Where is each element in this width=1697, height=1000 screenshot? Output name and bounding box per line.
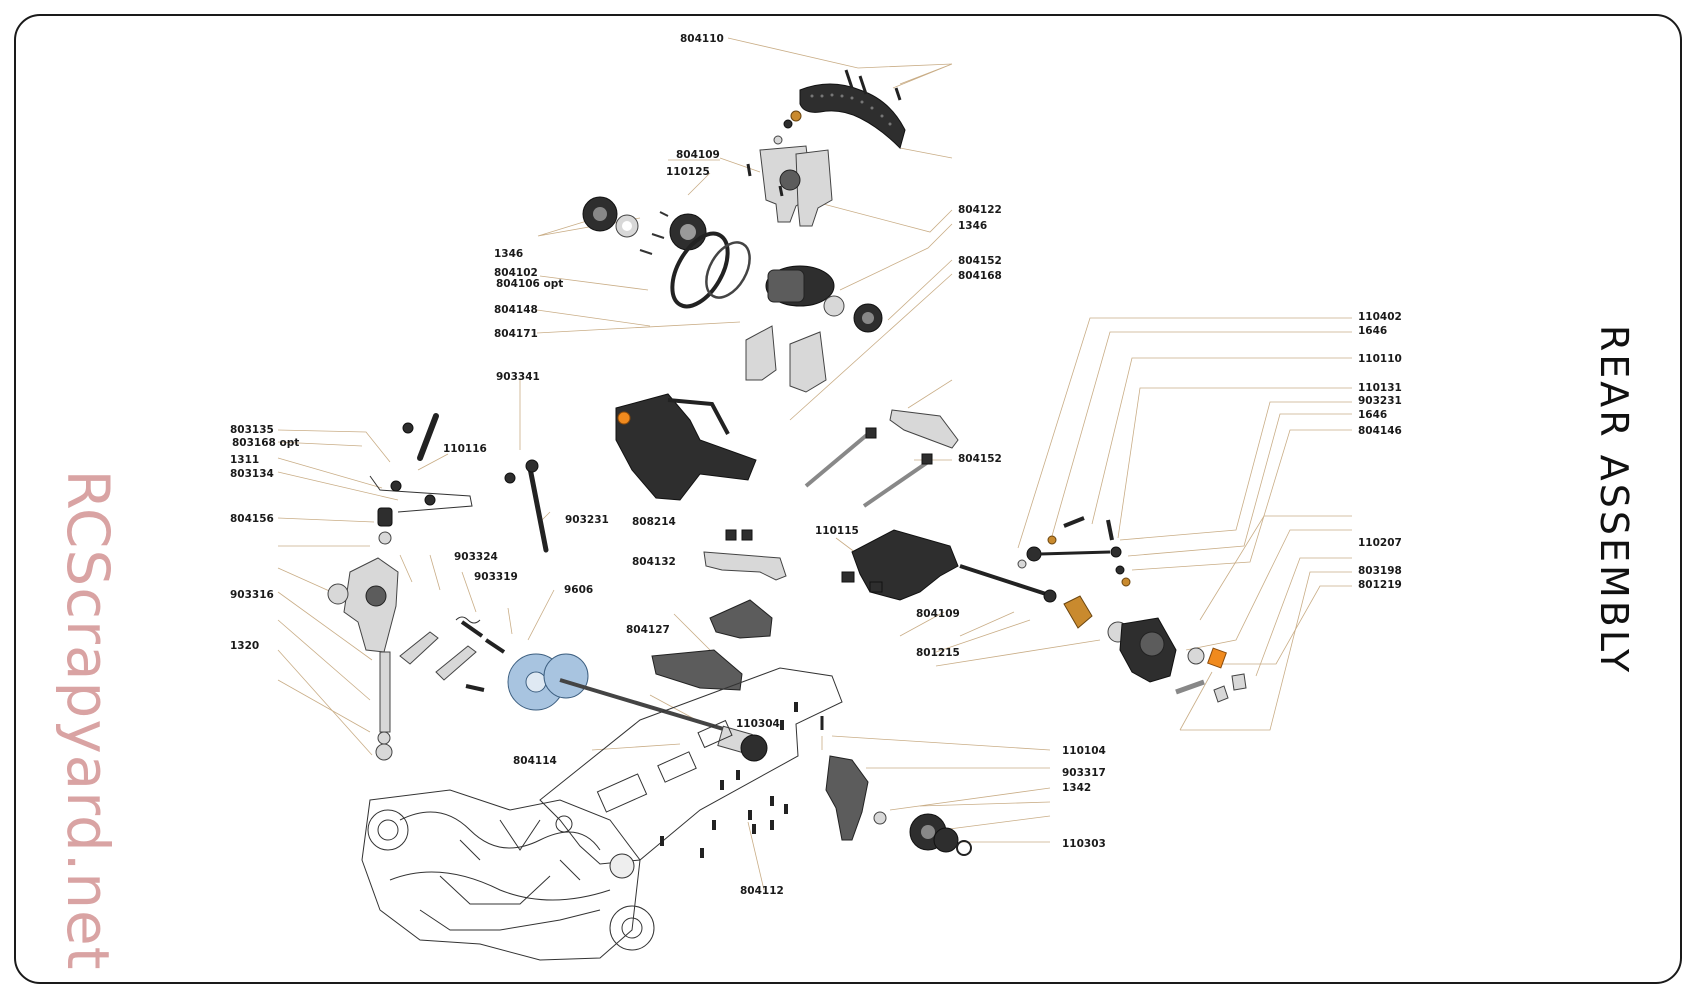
bulkhead-block-part	[745, 325, 827, 393]
part-label: 804109	[916, 608, 960, 620]
anti-roll-bar-part	[369, 413, 549, 553]
right-hub-part	[1063, 595, 1247, 703]
part-label: 1346	[494, 248, 523, 260]
part-label: 804122	[958, 204, 1002, 216]
part-label: 804152	[958, 255, 1002, 267]
chassis-plate-part	[539, 667, 843, 865]
part-label: 808214	[632, 516, 676, 528]
part-label: 804109	[676, 149, 720, 161]
screw-part	[783, 69, 902, 129]
part-label: 803134	[230, 468, 274, 480]
part-label: 110110	[1358, 353, 1402, 365]
rear-brace-part	[799, 83, 906, 149]
part-label: 804127	[626, 624, 670, 636]
differential-part	[765, 265, 883, 333]
part-label: 110115	[815, 525, 859, 537]
part-label: 903319	[474, 571, 518, 583]
hinge-block-part	[651, 529, 787, 691]
leader-lines	[277, 37, 1352, 891]
part-label: 903231	[1358, 395, 1402, 407]
pulley-assembly-part	[582, 196, 751, 309]
part-labels: 804110 804109 110125 1346 804102 804106 …	[230, 33, 1402, 897]
part-label: 1311	[230, 454, 259, 466]
part-label: 803198	[1358, 565, 1402, 577]
part-label: 110303	[1062, 838, 1106, 850]
part-label: 110104	[1062, 745, 1106, 757]
part-label: 804112	[740, 885, 784, 897]
part-label: 110304	[736, 718, 780, 730]
part-label: 804168	[958, 270, 1002, 282]
part-label: 804102	[494, 267, 538, 279]
rear-hub-carrier-part	[615, 393, 757, 501]
part-label: 903317	[1062, 767, 1106, 779]
drive-shaft-part	[507, 653, 768, 762]
spring-plate-part	[399, 616, 506, 692]
part-label: 804146	[1358, 425, 1402, 437]
part-label: 804152	[958, 453, 1002, 465]
part-label: 804132	[632, 556, 676, 568]
part-label: 804110	[680, 33, 724, 45]
part-label: 110125	[666, 166, 710, 178]
camber-link-part	[1017, 516, 1131, 587]
part-label: 801219	[1358, 579, 1402, 591]
part-label: 1646	[1358, 409, 1387, 421]
part-label: 1320	[230, 640, 259, 652]
part-label: 110116	[443, 443, 487, 455]
part-label: 110402	[1358, 311, 1402, 323]
part-label: 1346	[958, 220, 987, 232]
part-label: 801215	[916, 647, 960, 659]
part-label: 1646	[1358, 325, 1387, 337]
part-label: 110131	[1358, 382, 1402, 394]
part-label: 110207	[1358, 537, 1402, 549]
part-label: 9606	[564, 584, 593, 596]
part-label: 804114	[513, 755, 557, 767]
part-label: 804148	[494, 304, 538, 316]
part-label: 803168 opt	[232, 437, 299, 449]
part-label: 804171	[494, 328, 538, 340]
part-label: 903324	[454, 551, 498, 563]
part-label: 803135	[230, 424, 274, 436]
part-label: 1342	[1062, 782, 1091, 794]
part-label: 903341	[496, 371, 540, 383]
lower-suspension-arm-part	[841, 529, 1057, 603]
part-label: 804156	[230, 513, 274, 525]
hinge-pin-part	[804, 409, 959, 508]
bulkhead-part	[746, 135, 833, 227]
parts-graphics	[327, 69, 1247, 961]
page-title: REAR ASSEMBLY	[1592, 324, 1636, 676]
part-label: 903231	[565, 514, 609, 526]
part-label: 903316	[230, 589, 274, 601]
left-upright-part	[327, 507, 399, 761]
watermark-text: RCScrapyard.net	[54, 469, 122, 971]
assembled-car-part	[361, 789, 655, 961]
spur-gear-part	[820, 716, 972, 856]
part-label: 804106 opt	[496, 278, 563, 290]
